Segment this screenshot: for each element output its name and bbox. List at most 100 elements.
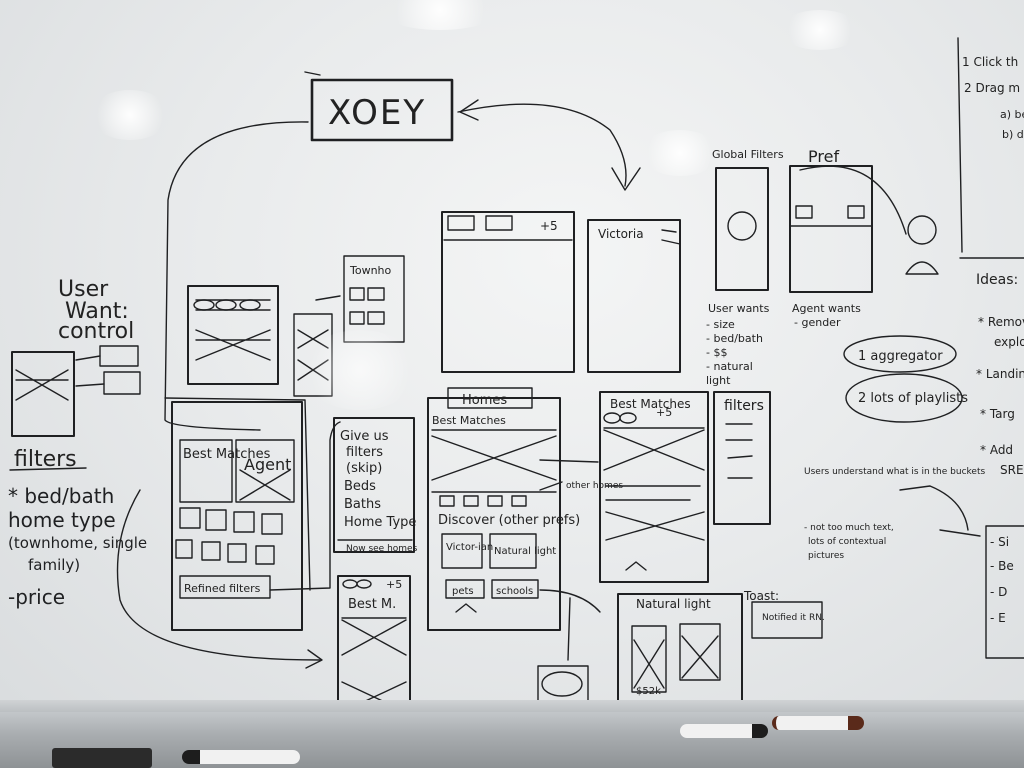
whiteboard: XOEY User Want: control filters Best Mat… bbox=[0, 0, 1024, 728]
svg-text:explore: explore bbox=[994, 335, 1024, 349]
victoria-label: Victoria bbox=[598, 227, 644, 241]
best-m-label: Best M. bbox=[348, 597, 396, 612]
svg-text:schools: schools bbox=[496, 586, 533, 597]
svg-text:light: light bbox=[706, 374, 731, 387]
svg-text:Baths: Baths bbox=[344, 497, 381, 512]
svg-text:pictures: pictures bbox=[808, 551, 844, 561]
eraser[interactable] bbox=[52, 748, 152, 768]
svg-text:a) be: a) be bbox=[1000, 108, 1024, 121]
right-notes: Users understand what is in the buckets … bbox=[804, 467, 985, 561]
svg-text:* Targ: * Targ bbox=[980, 407, 1015, 421]
global-filters-screen bbox=[715, 167, 769, 291]
left-screen bbox=[171, 401, 303, 631]
homes-best-matches: Best Matches bbox=[432, 414, 506, 427]
svg-text:- E: - E bbox=[990, 611, 1006, 625]
center-screen-1 bbox=[441, 211, 575, 373]
svg-text:- size: - size bbox=[706, 318, 735, 331]
small-screen-top-left bbox=[187, 285, 279, 385]
svg-text:Beds: Beds bbox=[344, 479, 376, 494]
right-lower-box bbox=[985, 525, 1024, 659]
discover-label: Discover (other prefs) bbox=[438, 513, 580, 528]
left-card2-label: Agent bbox=[244, 455, 291, 474]
center-plus-five: +5 bbox=[540, 219, 558, 233]
left-card-agent bbox=[235, 439, 295, 503]
black-marker-right[interactable] bbox=[680, 724, 768, 738]
now-see-homes-label: Now see homes bbox=[346, 544, 418, 554]
svg-text:Give us: Give us bbox=[340, 429, 389, 444]
natural-light-title: Natural light bbox=[636, 597, 711, 611]
user-wants-notes: User wants - size - bed/bath - $$ - natu… bbox=[706, 302, 770, 387]
svg-text:lots of contextual: lots of contextual bbox=[808, 537, 886, 547]
ideas-list: * Remove explore * Landin * Targ * Add S… bbox=[976, 315, 1024, 477]
townhome-label: Townho bbox=[349, 264, 392, 277]
brown-marker[interactable] bbox=[772, 716, 864, 730]
other-homes-label: other homes bbox=[566, 481, 623, 491]
svg-text:b) d: b) d bbox=[1002, 128, 1024, 141]
right-panel-divider bbox=[957, 37, 1024, 259]
svg-text:- Be: - Be bbox=[990, 559, 1014, 573]
svg-text:(skip): (skip) bbox=[346, 461, 382, 476]
svg-text:Home Type: Home Type bbox=[344, 515, 416, 530]
right-lower-items: - Si - Be - D - E bbox=[990, 535, 1014, 625]
left-card1-label: Best Matches bbox=[183, 447, 271, 462]
pref-label: Pref bbox=[808, 147, 839, 166]
svg-text:filters: filters bbox=[346, 445, 383, 460]
svg-text:Users understand what is in th: Users understand what is in the buckets bbox=[804, 467, 985, 477]
svg-text:Agent wants: Agent wants bbox=[792, 302, 861, 315]
filters-box bbox=[713, 391, 771, 525]
marker-tray bbox=[0, 712, 1024, 768]
svg-text:- bed/bath: - bed/bath bbox=[706, 332, 763, 345]
best-matches-screen bbox=[599, 391, 709, 583]
left-sketch-screen bbox=[11, 351, 75, 437]
homes-title: Homes bbox=[462, 393, 507, 408]
pref-screen bbox=[789, 165, 873, 293]
homes-circle-row bbox=[439, 495, 527, 507]
bm-title: Best Matches bbox=[610, 397, 691, 411]
left-heading-2: Want: bbox=[65, 299, 129, 324]
title-box bbox=[310, 78, 454, 142]
filters-box-title: filters bbox=[724, 398, 764, 414]
svg-text:- gender: - gender bbox=[794, 316, 841, 329]
agent-wants-notes: Agent wants - gender bbox=[792, 302, 861, 329]
toast-text: Notified it RN. bbox=[762, 613, 825, 623]
bm-plus-five: +5 bbox=[656, 406, 672, 419]
svg-text:- natural: - natural bbox=[706, 360, 753, 373]
light-glare-2 bbox=[640, 130, 720, 176]
tray-shadow bbox=[0, 700, 1024, 714]
svg-text:1 aggregator: 1 aggregator bbox=[858, 349, 943, 364]
left-heading-3: control bbox=[58, 319, 134, 344]
filter-list-panel bbox=[333, 417, 415, 553]
svg-text:- not too much text,: - not too much text, bbox=[804, 523, 894, 533]
svg-text:1 Click th: 1 Click th bbox=[962, 55, 1018, 69]
refined-filters-label: Refined filters bbox=[184, 582, 261, 595]
refined-filters-button bbox=[179, 575, 271, 599]
homes-screen bbox=[427, 397, 561, 631]
board-title: XOEY bbox=[328, 93, 426, 133]
svg-text:* Landin: * Landin bbox=[976, 367, 1024, 381]
left-card-best-matches bbox=[179, 439, 233, 503]
filter-list-text: Give us filters (skip) Beds Baths Home T… bbox=[340, 429, 416, 530]
svg-text:Natural light: Natural light bbox=[494, 546, 556, 557]
bubble-playlists bbox=[845, 373, 963, 423]
left-heading-1: User bbox=[58, 277, 109, 302]
ideas-heading: Ideas: bbox=[976, 272, 1018, 288]
toast-box bbox=[751, 601, 823, 639]
tile-schools bbox=[491, 579, 539, 599]
black-marker-left[interactable] bbox=[182, 750, 300, 764]
svg-text:2 lots of playlists: 2 lots of playlists bbox=[858, 391, 968, 406]
svg-text:2 Drag m: 2 Drag m bbox=[964, 81, 1020, 95]
tile-pets bbox=[445, 579, 485, 599]
best-m-plus-five: +5 bbox=[386, 578, 402, 591]
price-label: $52k bbox=[636, 686, 661, 697]
svg-text:- $$: - $$ bbox=[706, 346, 727, 359]
right-panel-steps: 1 Click th 2 Drag m a) be b) d bbox=[962, 55, 1024, 141]
light-glare-1 bbox=[90, 90, 170, 140]
svg-text:pets: pets bbox=[452, 586, 474, 597]
global-filters-label: Global Filters bbox=[712, 148, 784, 161]
left-screen-thumbnails bbox=[175, 507, 283, 565]
toast-label: Toast: bbox=[743, 589, 779, 603]
whiteboard-drawings: XOEY User Want: control filters Best Mat… bbox=[9, 37, 1024, 717]
svg-text:SRE: SRE bbox=[1000, 463, 1024, 477]
bubble-aggregator bbox=[843, 335, 957, 373]
svg-text:- D: - D bbox=[990, 585, 1007, 599]
